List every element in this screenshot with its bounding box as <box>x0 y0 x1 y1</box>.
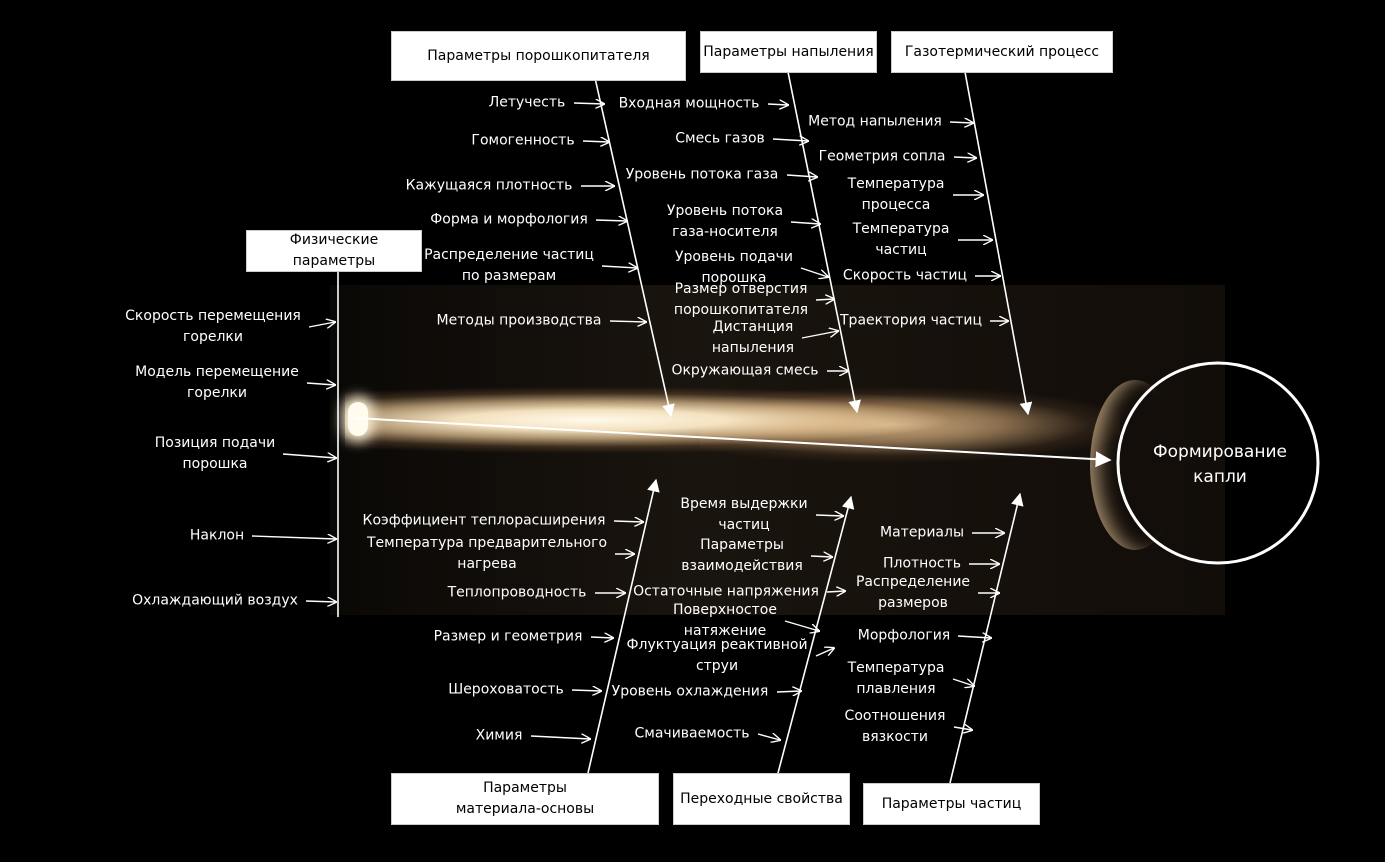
cause-label-spray_params: Уровень потока газа <box>626 165 779 186</box>
cause-arrow-transition <box>816 648 834 656</box>
cause-arrow-transition <box>758 734 780 740</box>
cause-arrow-transition <box>777 691 801 692</box>
cause-label-gas_thermal: Метод напыления <box>808 112 942 133</box>
cause-arrow-powder_feeder <box>574 103 604 104</box>
cause-arrow-transition <box>816 515 843 516</box>
cause-arrow-substrate <box>614 521 643 522</box>
cause-arrow-physical <box>252 536 336 539</box>
cause-arrow-spray_params <box>768 104 788 105</box>
cause-arrow-powder_feeder <box>583 141 609 142</box>
category-box-gas_thermal: Газотермический процесс <box>891 31 1113 73</box>
cause-arrow-gas_thermal <box>950 122 973 123</box>
cause-label-powder_feeder: Методы производства <box>437 311 602 332</box>
cause-arrow-substrate <box>591 637 613 638</box>
cause-label-particle: Морфология <box>858 626 950 647</box>
cause-label-powder_feeder: Гомогенность <box>471 131 574 152</box>
cause-arrow-physical <box>309 322 335 327</box>
cause-label-spray_params: Окружающая смесь <box>671 361 818 382</box>
cause-arrow-powder_feeder <box>610 321 646 322</box>
cause-label-powder_feeder: Летучесть <box>489 93 566 114</box>
cause-arrow-particle <box>953 679 974 686</box>
category-box-powder_feeder: Параметры порошкопитателя <box>391 31 686 81</box>
cause-arrow-substrate <box>572 690 601 691</box>
cause-label-powder_feeder: Форма и морфология <box>430 210 588 231</box>
cause-label-substrate: Размер и геометрия <box>434 627 583 648</box>
cause-arrow-gas_thermal <box>954 157 976 158</box>
cause-arrow-transition <box>811 556 832 557</box>
main-spine-arrow <box>355 418 1110 460</box>
cause-label-spray_params: Входная мощность <box>619 94 760 115</box>
cause-label-physical: Охлаждающий воздух <box>132 591 298 612</box>
cause-label-particle: Материалы <box>880 523 964 544</box>
cause-arrow-physical <box>306 601 336 602</box>
cause-label-substrate: Шероховатость <box>448 680 564 701</box>
cause-arrow-transition <box>827 591 845 592</box>
bone-powder_feeder <box>595 78 671 416</box>
cause-arrow-spray_params <box>791 222 820 224</box>
category-box-transition: Переходные свойства <box>673 773 850 825</box>
cause-label-physical: Наклон <box>190 526 244 547</box>
cause-arrow-powder_feeder <box>602 266 637 268</box>
cause-arrow-spray_params <box>802 331 838 338</box>
cause-arrow-substrate <box>531 736 590 739</box>
cause-label-gas_thermal: Скорость частиц <box>843 266 967 287</box>
cause-label-substrate: Химия <box>476 726 523 747</box>
cause-arrow-physical <box>283 454 336 458</box>
cause-arrow-spray_params <box>816 299 834 300</box>
cause-label-gas_thermal: Геометрия сопла <box>819 147 946 168</box>
cause-arrow-transition <box>785 621 819 631</box>
bone-gas_thermal <box>965 72 1028 414</box>
cause-arrow-spray_params <box>801 268 828 277</box>
cause-label-powder_feeder: Кажущаяся плотность <box>406 176 573 197</box>
cause-arrow-powder_feeder <box>596 220 627 221</box>
cause-label-spray_params: Смесь газов <box>675 129 765 150</box>
cause-arrow-physical <box>307 383 335 385</box>
category-box-particle: Параметры частиц <box>863 783 1040 825</box>
cause-label-transition: Смачиваемость <box>635 724 750 745</box>
cause-arrow-spray_params <box>787 175 817 177</box>
cause-label-substrate: Теплопроводность <box>448 583 587 604</box>
category-box-spray_params: Параметры напыления <box>700 31 877 73</box>
cause-arrow-spray_params <box>773 139 808 141</box>
cause-label-transition: Уровень охлаждения <box>612 682 769 703</box>
cause-label-gas_thermal: Траектория частиц <box>840 311 982 332</box>
cause-label-substrate: Коэффициент теплорасширения <box>363 511 606 532</box>
